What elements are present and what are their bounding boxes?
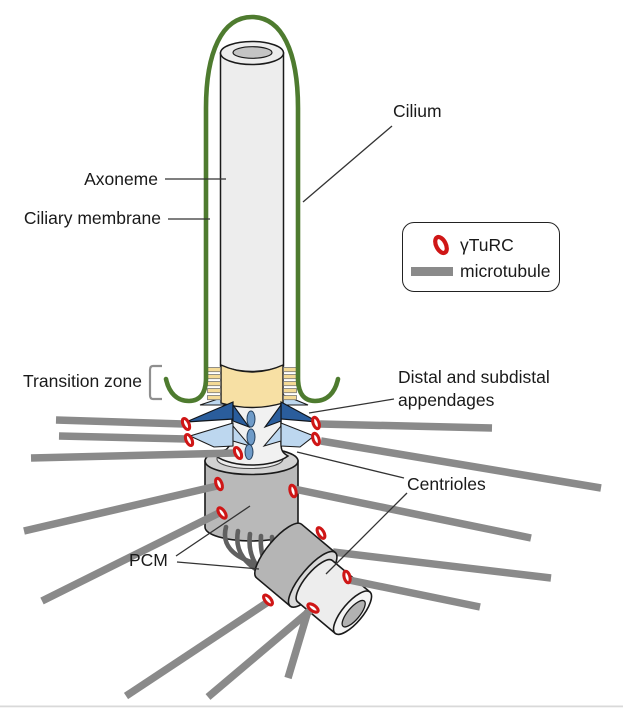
microtubule-layer-back xyxy=(55,416,602,492)
gturc-layer xyxy=(180,415,352,614)
gturc xyxy=(183,432,195,448)
microtubule xyxy=(58,432,188,443)
axoneme-lumen xyxy=(232,46,273,59)
pcm-leader-line-1 xyxy=(175,505,251,557)
microtubule xyxy=(205,606,315,700)
microtubule xyxy=(55,416,185,428)
ciliary-membrane-label: Ciliary membrane xyxy=(23,208,161,228)
axoneme-body xyxy=(219,52,285,373)
cilium-label: Cilium xyxy=(393,101,442,121)
gturc xyxy=(232,445,244,461)
cilium-leader-line xyxy=(302,125,393,203)
subdistal-appendage-front-right xyxy=(262,424,282,447)
transition-zone-region xyxy=(207,363,297,409)
appendages-label-line2: appendages xyxy=(398,390,495,410)
subdistal-appendages xyxy=(188,422,316,448)
microtubule xyxy=(348,576,481,611)
appendages-label-line1: Distal and subdistal xyxy=(398,367,550,387)
subdistal-appendage-left xyxy=(188,422,234,448)
legend-row-microtubule: microtubule xyxy=(407,261,559,282)
gturc xyxy=(342,569,352,585)
distal-appendage-front-left xyxy=(232,403,251,429)
distal-appendage-front-right xyxy=(263,403,282,429)
subdistal-appendage-front-left xyxy=(232,424,252,447)
legend-box: γTuRC microtubule xyxy=(402,222,560,292)
bottom-divider xyxy=(0,705,623,708)
gturc xyxy=(315,526,327,540)
daughter-centriole-sleeve xyxy=(254,522,337,608)
gturc-icon xyxy=(407,232,453,258)
distal-appendages xyxy=(185,400,319,429)
microtubule-layer-mid xyxy=(23,449,552,605)
pcm-label: PCM xyxy=(129,550,168,570)
legend-row-gturc: γTuRC xyxy=(407,232,559,258)
gturc xyxy=(216,506,228,520)
centrioles-leader-line-1 xyxy=(296,451,405,479)
microtubule xyxy=(123,598,271,700)
gturc xyxy=(311,415,321,431)
microtubule xyxy=(332,548,552,582)
microtubule xyxy=(319,420,493,432)
annotation-lines xyxy=(165,125,408,575)
centrioles-label: Centrioles xyxy=(407,474,486,494)
microtubule-layer-front xyxy=(123,576,481,700)
microtubule xyxy=(284,609,312,680)
transition-zone-label: Transition zone xyxy=(23,371,142,391)
microtubule xyxy=(23,482,218,535)
ciliary-membrane-outline xyxy=(163,14,341,404)
gturc xyxy=(262,593,274,607)
axoneme-cylinder xyxy=(219,40,285,373)
microtubule xyxy=(293,485,532,542)
daughter-centriole-lumen xyxy=(341,599,366,628)
microtubule xyxy=(320,437,602,492)
microtubule xyxy=(40,508,223,605)
transition-zone-band xyxy=(220,363,284,409)
microtubule xyxy=(30,449,237,462)
axoneme-label: Axoneme xyxy=(84,169,158,189)
gturc xyxy=(306,602,320,614)
transition-zone-bracket xyxy=(148,364,162,401)
appendages-leader-line xyxy=(308,398,395,414)
gturc xyxy=(214,476,224,492)
basal-body-lumen-dots xyxy=(244,410,256,460)
subdistal-appendage-right xyxy=(280,422,316,448)
appendages-label: Distal and subdistal appendages xyxy=(398,366,550,412)
transition-zone-stripes-right xyxy=(283,367,297,401)
centrioles-leader-line-2 xyxy=(325,492,408,575)
legend-microtubule-label: microtubule xyxy=(460,261,551,281)
transition-zone-stripes-left xyxy=(207,367,221,401)
gturc xyxy=(311,431,321,447)
legend-gturc-label: γTuRC xyxy=(460,234,514,255)
microtubule-icon xyxy=(407,267,453,276)
pcm-leader-line-2 xyxy=(176,561,260,570)
gturc xyxy=(288,483,298,499)
gturc xyxy=(180,416,192,432)
